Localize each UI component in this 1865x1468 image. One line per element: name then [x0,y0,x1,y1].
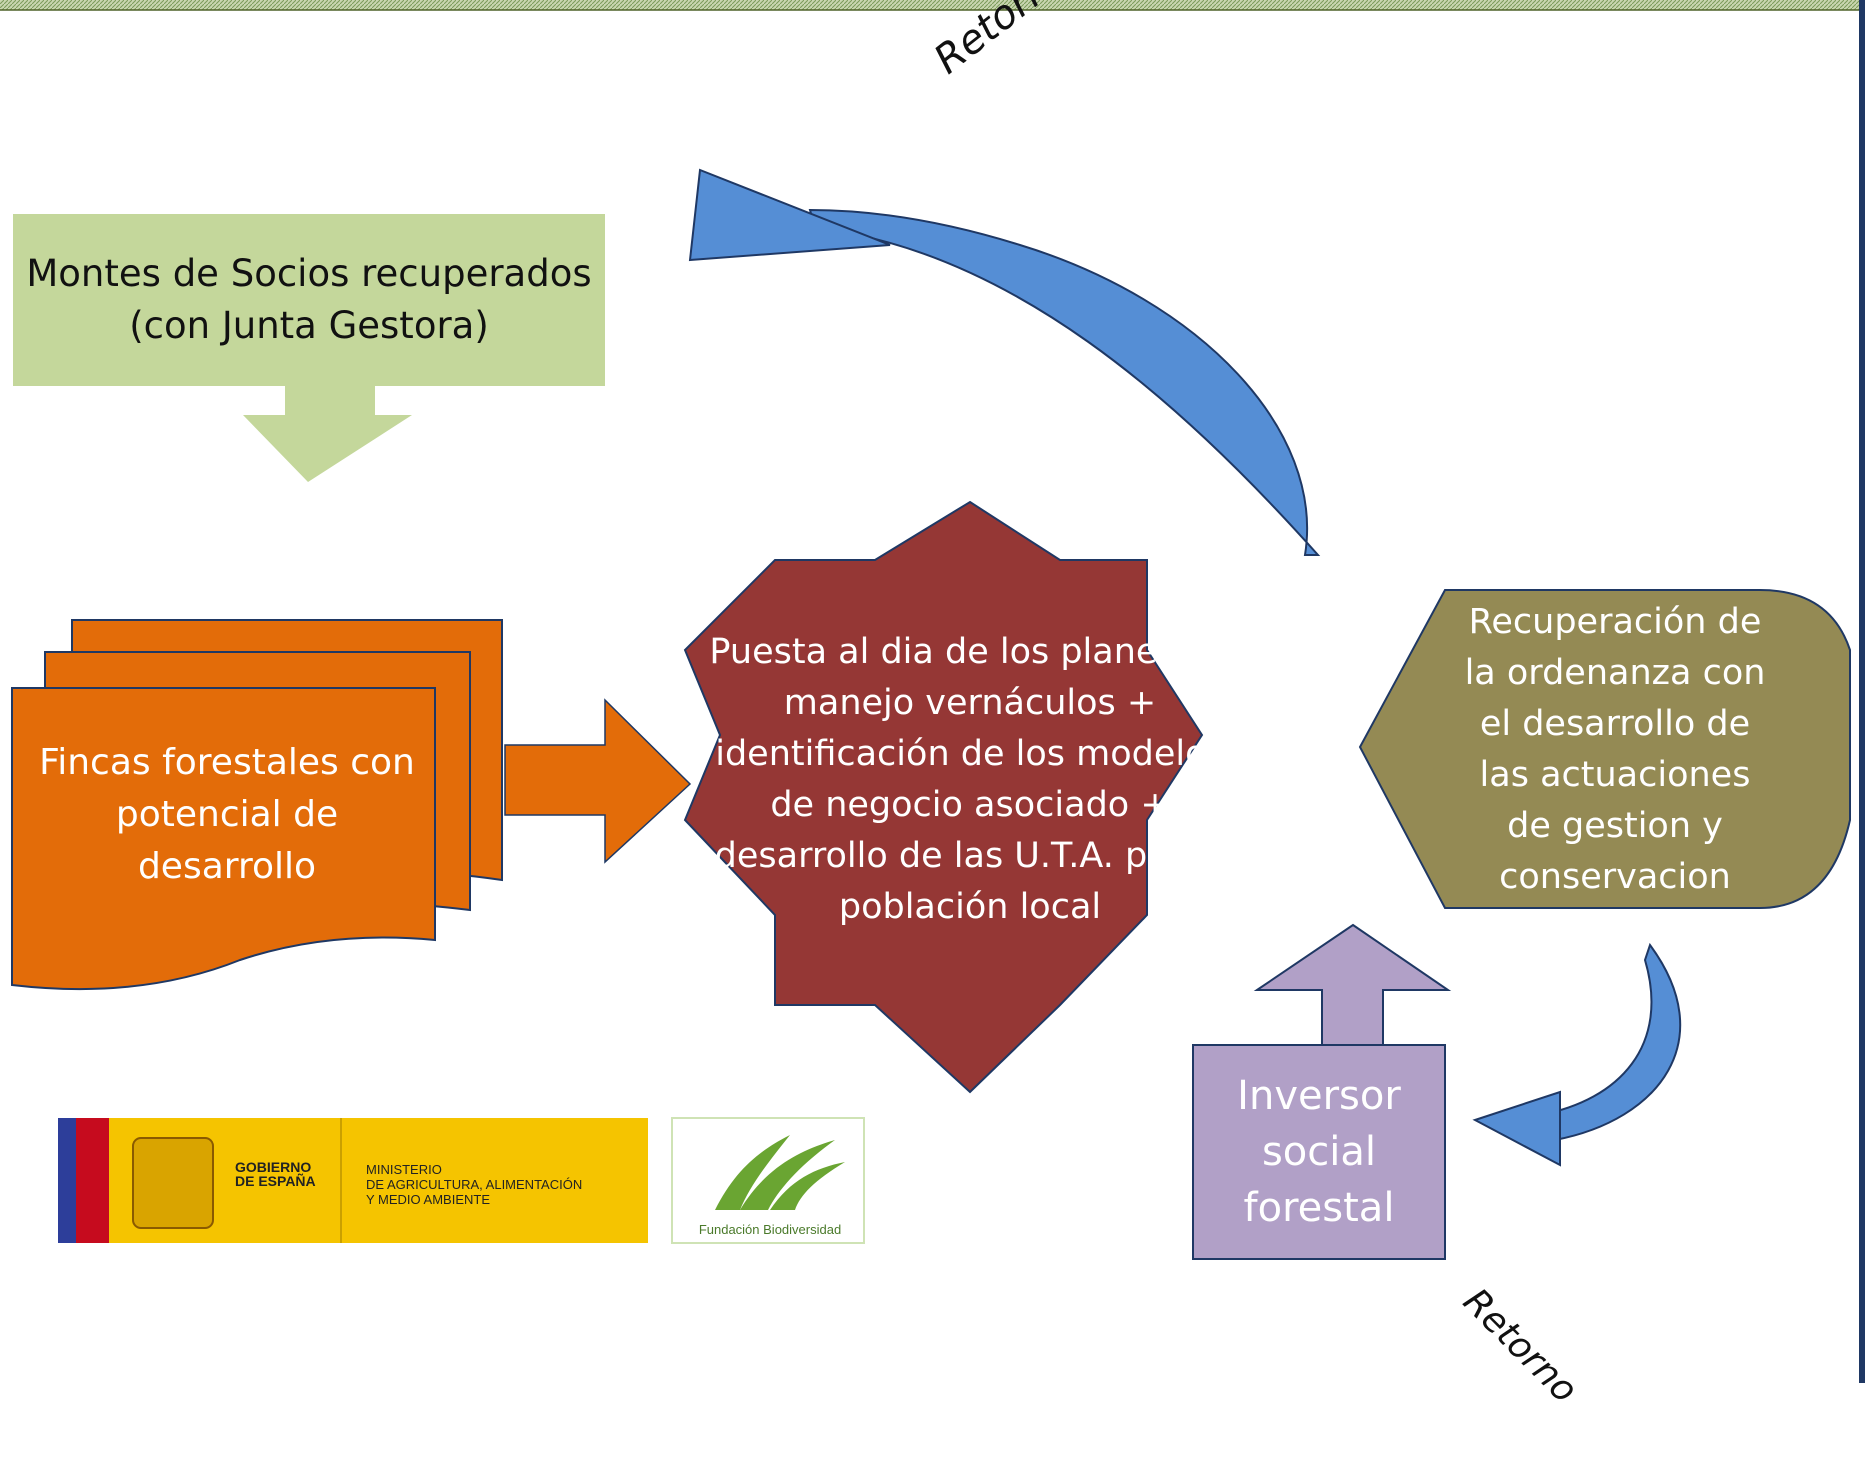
fincas-label: Fincas forestales con potencial de desar… [39,742,415,887]
up-arrow-lavender [1253,923,1452,1046]
curved-arrow-top-head [688,168,891,262]
gobierno-text: GOBIERNO DE ESPAÑA [235,1159,316,1189]
montes-box [13,214,605,386]
doc-front [11,687,436,991]
ministerio-text: MINISTERIO DE AGRICULTURA, ALIMENTACIÓN … [366,1162,583,1207]
right-border [1859,0,1865,1383]
curved-arrow-bottom [1538,942,1682,1142]
inversor-box [1192,1044,1446,1260]
top-border [0,0,1865,10]
inversor-label: Inversor social forestal [1237,1073,1401,1231]
center-star [683,500,1204,1094]
diagram-canvas [0,0,1865,1383]
right-arrow-orange [504,698,692,864]
down-arrow-green [243,386,412,482]
curved-arrow-top [808,208,1321,556]
fundacion-text: Fundación Biodiversidad [698,1222,842,1237]
center-label: Puesta al dia de los planes de manejo ve… [709,632,1231,927]
grass-icon [715,1135,790,1210]
coat-of-arms-icon [132,1137,214,1229]
curved-arrow-bottom-head [1472,1090,1561,1167]
ordenanza-label: Recuperación de la ordenanza con el desa… [1464,602,1766,897]
ordenanza-shape [1358,589,1851,909]
montes-label: Montes de Socios recuperados (con Junta … [26,252,592,347]
